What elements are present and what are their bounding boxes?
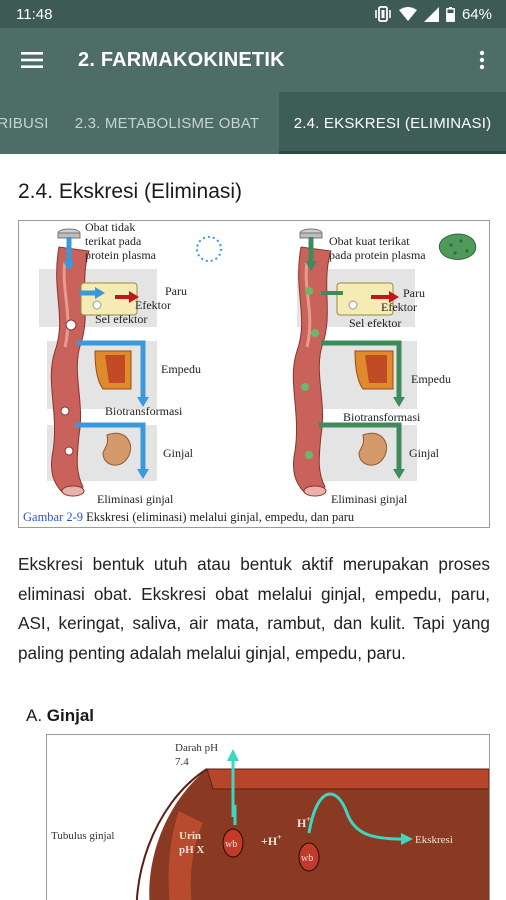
- status-icons: 64%: [374, 6, 492, 23]
- battery-percent: 64%: [461, 5, 492, 23]
- section-title: 2.4. Ekskresi (Eliminasi): [18, 180, 243, 203]
- tab-metabolisme-obat[interactable]: 2.3. METABOLISME OBAT: [74, 114, 260, 132]
- left-drug-label-3: protein plasma: [85, 248, 157, 262]
- excretion-figure: Obat tidak terikat pada protein plasma P…: [18, 220, 490, 528]
- right-drug-label-1: Obat kuat terikat: [329, 234, 410, 248]
- subsection-heading: A. Ginjal: [26, 706, 94, 726]
- ekskresi-label: Ekskresi: [415, 834, 453, 846]
- tubulus-label: Tubulus ginjal: [51, 830, 114, 842]
- left-paru-label: Paru: [165, 284, 187, 298]
- left-panel: Obat tidak terikat pada protein plasma P…: [39, 221, 222, 506]
- right-eliminasi-label: Eliminasi ginjal: [331, 492, 408, 506]
- tab-bar: RIBUSI 2.3. METABOLISME OBAT 2.4. EKSKRE…: [0, 92, 506, 154]
- h-plus-label-2: H+: [297, 815, 311, 830]
- right-biotransformasi-label: Biotransformasi: [343, 410, 421, 424]
- content-scroll[interactable]: 2.4. Ekskresi (Eliminasi): [0, 154, 506, 900]
- kidney-tubule-diagram: Darah pH 7.4 Tubulus ginjal Urin pH X wb…: [51, 742, 489, 900]
- left-empedu-label: Empedu: [161, 362, 201, 376]
- h-plus-label: +H+: [261, 833, 282, 848]
- left-drug-label-1: Obat tidak: [85, 221, 135, 234]
- wb-label-1: wb: [225, 839, 237, 850]
- left-eliminasi-label: Eliminasi ginjal: [97, 492, 174, 506]
- signal-icon: [423, 6, 439, 22]
- figure-caption-ref[interactable]: Gambar 2-9: [23, 510, 84, 524]
- wb-label-2: wb: [301, 853, 313, 864]
- left-sel-efektor-label: Sel efektor: [95, 312, 147, 326]
- subsection-letter: A.: [26, 706, 43, 725]
- app-bar: 2. FARMAKOKINETIK: [0, 28, 506, 92]
- tab-distribusi[interactable]: RIBUSI: [0, 114, 49, 132]
- kidney-figure: Darah pH 7.4 Tubulus ginjal Urin pH X wb…: [46, 734, 490, 900]
- darah-ph-value: 7.4: [175, 756, 189, 768]
- more-options-button[interactable]: [458, 28, 506, 92]
- section-paragraph: Ekskresi bentuk utuh atau bentuk aktif m…: [18, 554, 490, 663]
- right-ginjal-label: Ginjal: [409, 446, 440, 460]
- menu-icon: [21, 52, 43, 68]
- right-panel: Obat kuat terikat pada protein plasma Pa…: [292, 228, 477, 506]
- tab-ekskresi-label: 2.4. EKSKRESI (ELIMINASI): [293, 114, 492, 132]
- left-ginjal-label: Ginjal: [163, 446, 194, 460]
- left-efektor-label: Efektor: [135, 298, 171, 312]
- left-biotransformasi-label: Biotransformasi: [105, 404, 183, 418]
- excretion-diagram: Obat tidak terikat pada protein plasma P…: [39, 221, 477, 506]
- right-paru-label: Paru: [403, 286, 425, 300]
- tab-indicator: [279, 151, 506, 154]
- status-bar: 11:48 64%: [0, 0, 506, 28]
- figure-caption-text: Ekskresi (eliminasi) melalui ginjal, emp…: [83, 510, 355, 524]
- left-drug-label-2: terikat pada: [85, 234, 142, 248]
- right-sel-efektor-label: Sel efektor: [349, 316, 401, 330]
- tab-ekskresi-eliminasi[interactable]: 2.4. EKSKRESI (ELIMINASI): [279, 92, 506, 154]
- right-empedu-label: Empedu: [411, 372, 451, 386]
- right-drug-label-2: pada protein plasma: [329, 248, 426, 262]
- darah-ph-label: Darah pH: [175, 742, 218, 754]
- status-time: 11:48: [16, 5, 53, 23]
- urin-ph-label: pH X: [179, 844, 204, 856]
- menu-button[interactable]: [0, 28, 64, 92]
- more-vert-icon: [479, 50, 485, 70]
- figure-caption: Gambar 2-9 Ekskresi (eliminasi) melalui …: [23, 510, 354, 525]
- battery-icon: [446, 6, 455, 22]
- wifi-icon: [398, 7, 417, 21]
- vibrate-icon: [375, 6, 391, 22]
- right-efektor-label: Efektor: [381, 300, 417, 314]
- app-title: 2. FARMAKOKINETIK: [78, 48, 285, 71]
- urin-label: Urin: [179, 830, 201, 842]
- subsection-title: Ginjal: [46, 706, 95, 725]
